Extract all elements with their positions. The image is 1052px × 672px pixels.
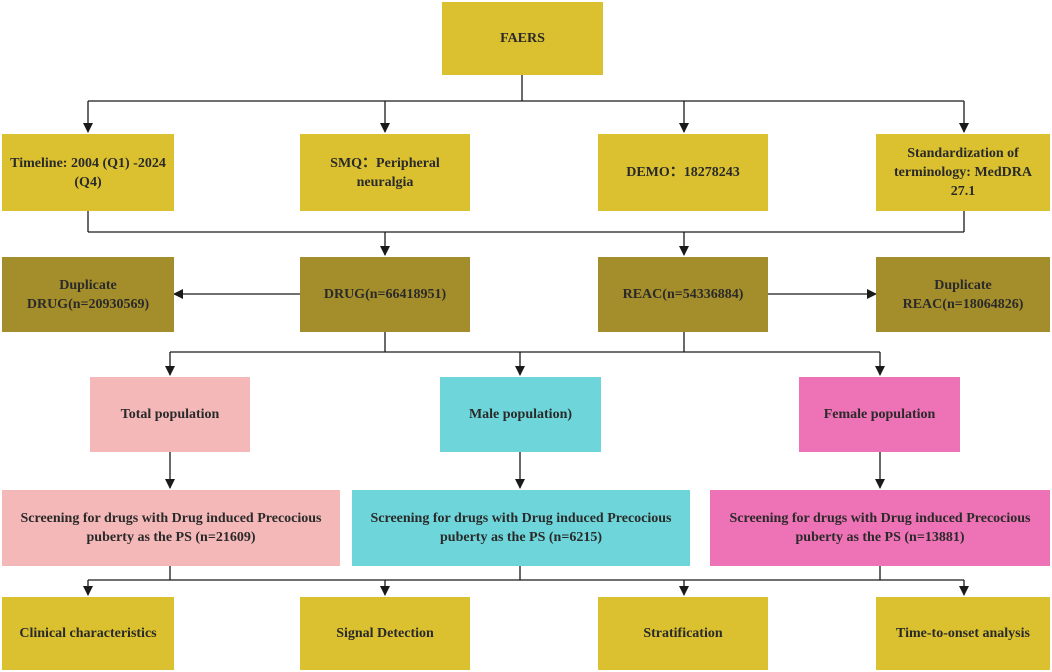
drug-node: DRUG(n=66418951) (300, 257, 470, 332)
male-population-node: Male population) (440, 377, 601, 452)
timeline-node: Timeline: 2004 (Q1) -2024 (Q4) (2, 134, 174, 211)
total-population-node: Total population (90, 377, 250, 452)
faers-node: FAERS (442, 2, 603, 75)
signal-detection-node: Signal Detection (300, 597, 470, 670)
screening-total-node: Screening for drugs with Drug induced Pr… (2, 490, 340, 566)
smq-node: SMQ：Peripheral neuralgia (300, 134, 470, 211)
demo-node: DEMO：18278243 (598, 134, 768, 211)
duplicate-reac-node: Duplicate REAC(n=18064826) (876, 257, 1050, 332)
time-to-onset-node: Time-to-onset analysis (876, 597, 1050, 670)
standardization-node: Standardization of terminology: MedDRA 2… (876, 134, 1050, 211)
clinical-characteristics-node: Clinical characteristics (2, 597, 174, 670)
screening-female-node: Screening for drugs with Drug induced Pr… (710, 490, 1050, 566)
duplicate-drug-node: Duplicate DRUG(n=20930569) (2, 257, 174, 332)
stratification-node: Stratification (598, 597, 768, 670)
screening-male-node: Screening for drugs with Drug induced Pr… (352, 490, 690, 566)
female-population-node: Female population (799, 377, 960, 452)
reac-node: REAC(n=54336884) (598, 257, 768, 332)
